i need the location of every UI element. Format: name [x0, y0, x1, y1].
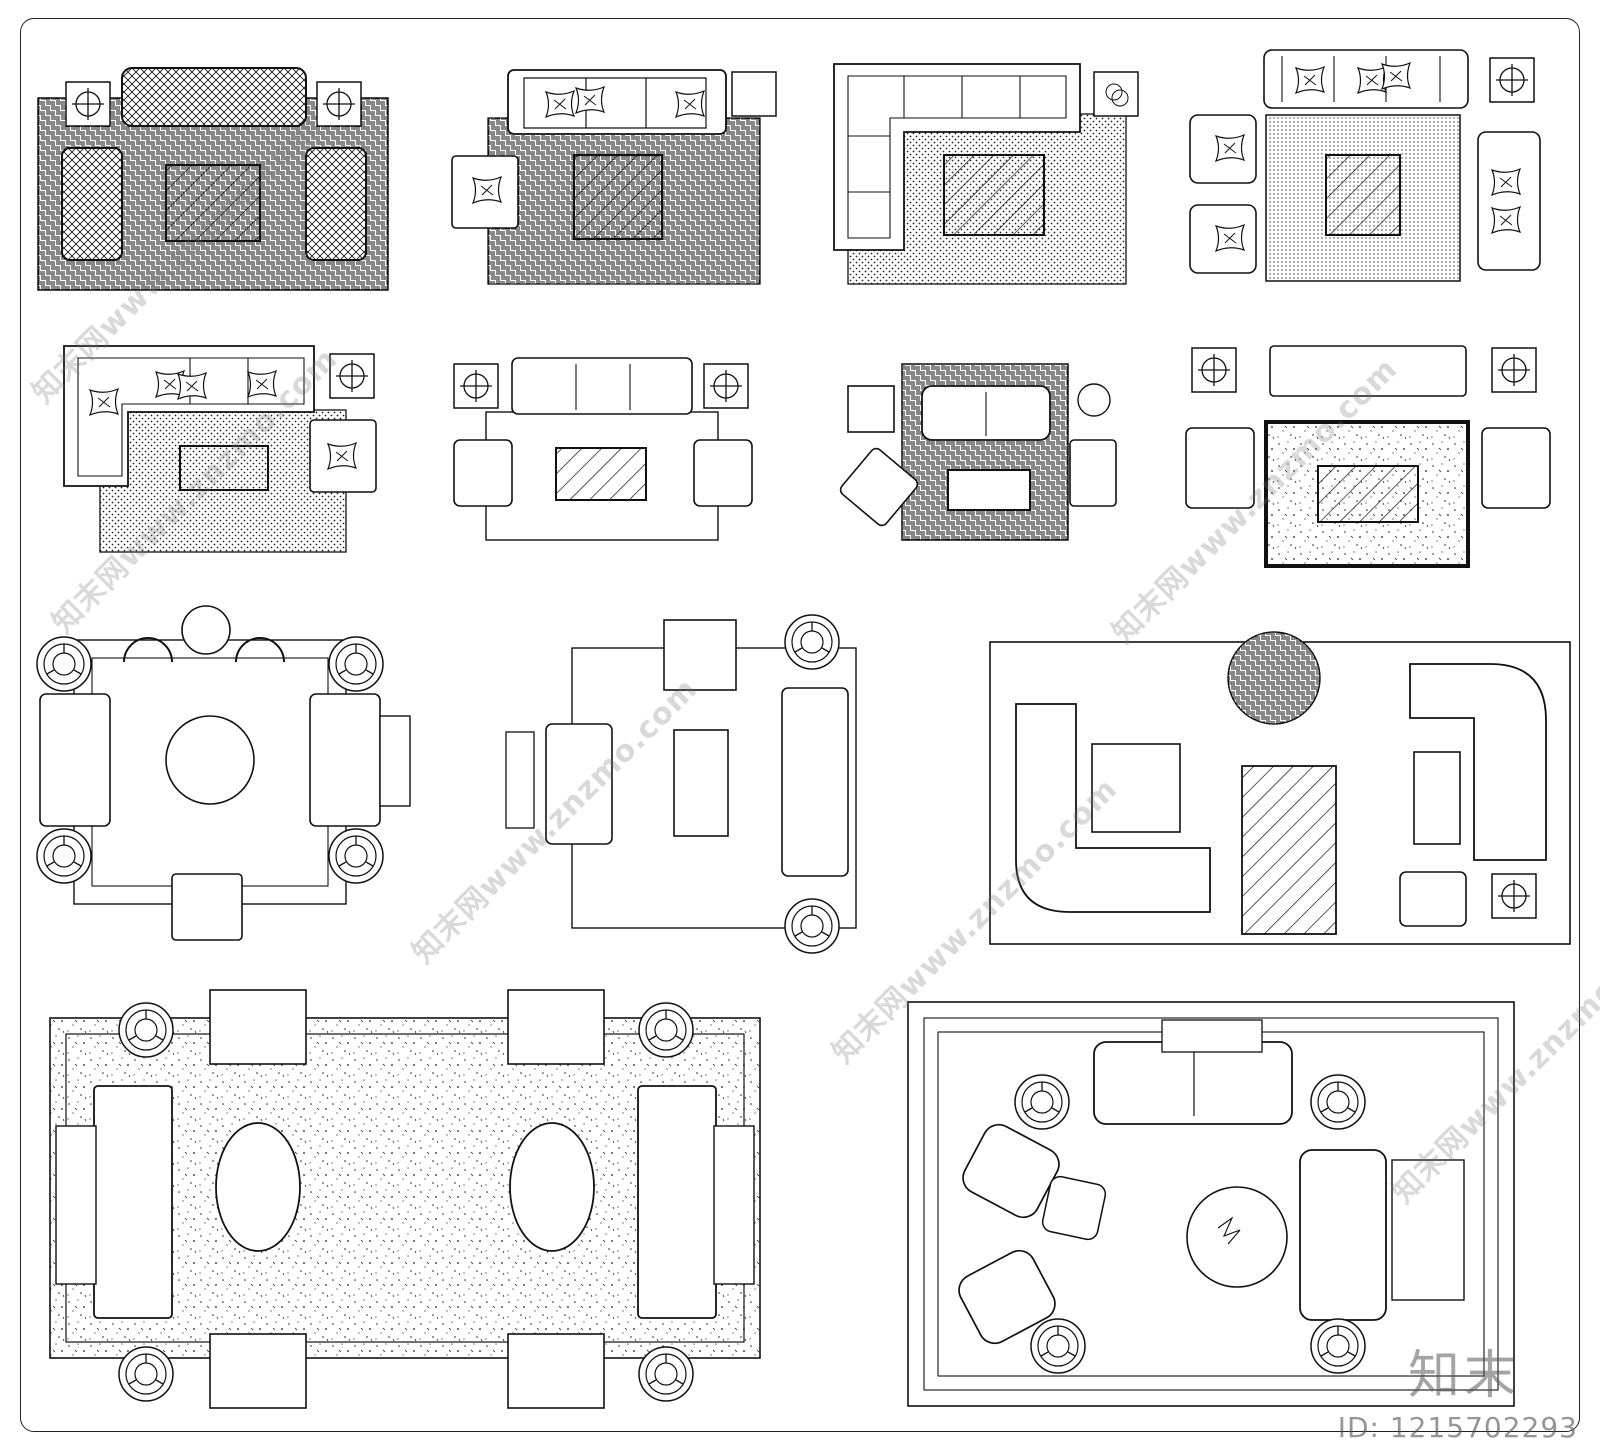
plan-corner-sofa-set: [63, 345, 377, 553]
plan-round-table-square-set: [36, 605, 411, 941]
plan-woven-rug-set: [839, 363, 1117, 541]
plan-double-oval-table-set: [49, 989, 761, 1409]
brand-logo-text: 知末: [1407, 1346, 1520, 1406]
plan-ornate-sofa-set: [37, 67, 389, 291]
plan-sofa-armchair-set: [451, 69, 777, 285]
plan-sofa-two-chairs-set: [453, 357, 753, 541]
plan-square-conversation-set: [1189, 49, 1541, 282]
plan-large-sectional-set: [989, 631, 1571, 945]
plan-l-sectional-set: [833, 63, 1139, 285]
plan-round-table-armchairs-set: [907, 1001, 1515, 1407]
image-id-label: ID: 1215702293: [1337, 1411, 1578, 1444]
plan-framed-rug-set: [1185, 345, 1551, 568]
plan-rectangular-rug-set: [505, 614, 857, 954]
